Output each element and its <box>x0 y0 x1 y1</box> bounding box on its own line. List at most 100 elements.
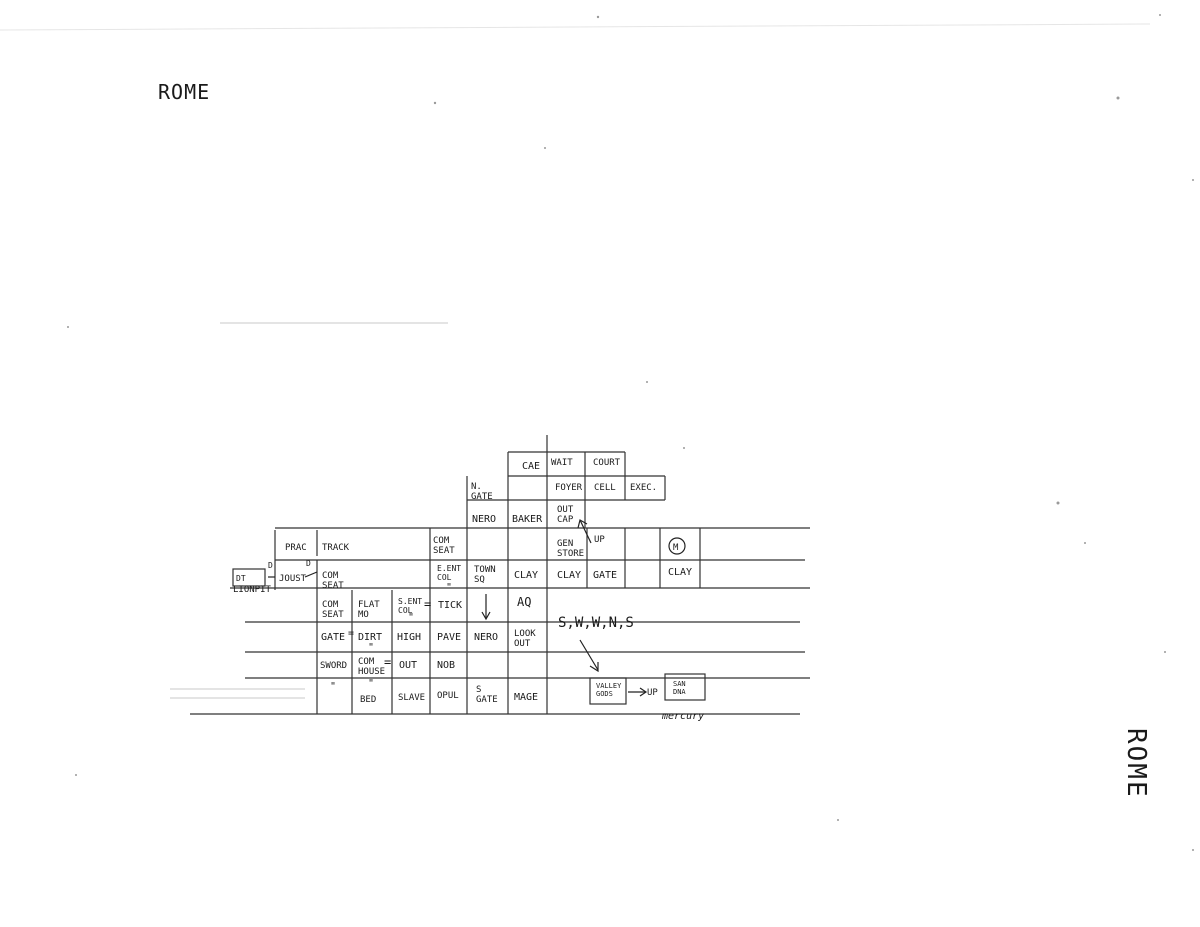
d-mark: D <box>268 561 273 570</box>
room-label-line: PAVE <box>437 632 461 643</box>
room-label-line: DT <box>236 574 246 583</box>
arrow-up-out-cap <box>579 519 592 544</box>
arrow-directions <box>579 639 599 671</box>
room-label-m-mark: M <box>673 543 679 553</box>
room-label-clay-3: CLAY <box>668 567 692 578</box>
room-label-line: TRACK <box>322 543 350 553</box>
room-label-line: HIGH <box>397 632 421 643</box>
room-label-baker: BAKER <box>512 514 543 525</box>
m-marker-circle <box>668 537 686 555</box>
ditto-mark: " <box>330 681 336 692</box>
room-label-line: GATE <box>476 695 498 705</box>
room-label-aq: AQ <box>517 595 531 609</box>
room-label-line: COM <box>322 600 339 610</box>
arrow-joust-com <box>304 571 318 578</box>
scan-lines <box>0 23 1151 699</box>
room-label-line: CAE <box>522 461 540 472</box>
room-label-line: PRAC <box>285 543 307 553</box>
room-label-line: S.ENT <box>398 597 422 606</box>
room-label-court: COURT <box>593 458 621 468</box>
room-label-nero-top: NERO <box>472 514 496 525</box>
room-label-line: NERO <box>472 514 496 525</box>
room-label-line: DIRT <box>358 632 382 643</box>
room-label-line: CLAY <box>668 567 692 578</box>
room-label-opul: OPUL <box>437 691 459 701</box>
room-label-foyer: FOYER <box>555 483 583 493</box>
room-label-nob: NOB <box>437 660 455 671</box>
room-label-line: E.ENT <box>437 564 461 573</box>
room-label-line: DNA <box>673 688 686 696</box>
room-label-line: HOUSE <box>358 667 385 677</box>
room-label-line: SEAT <box>322 581 344 591</box>
map-grid <box>190 435 810 715</box>
room-label-line: OUT <box>399 660 417 671</box>
equals-mark: = <box>348 628 354 639</box>
room-label-line: VALLEY <box>596 682 622 690</box>
room-label-line: MO <box>358 610 369 620</box>
room-label-line: SEAT <box>322 610 344 620</box>
room-label-line: CAP <box>557 515 574 525</box>
room-label-gate-west: GATE <box>321 632 345 643</box>
room-label-line: GATE <box>471 492 493 502</box>
room-label-line: TICK <box>438 600 462 611</box>
room-label-clay-2: CLAY <box>557 570 581 581</box>
room-label-line: NOB <box>437 660 455 671</box>
equals-mark: = <box>424 597 431 611</box>
room-label-line: LIONPIT <box>233 585 272 595</box>
room-label-line: EXEC. <box>630 483 657 493</box>
scan-specks <box>67 14 1194 851</box>
room-label-exec: EXEC. <box>630 483 657 493</box>
room-label-prac: PRAC <box>285 543 307 553</box>
room-label-nero-mid: NERO <box>474 632 498 643</box>
room-label-line: MAGE <box>514 692 538 703</box>
room-label-line: STORE <box>557 549 584 559</box>
room-label-mage: MAGE <box>514 692 538 703</box>
room-label-bed: BED <box>360 695 376 705</box>
room-label-line: SQ <box>474 575 485 585</box>
directions-note: S,W,W,N,S <box>558 615 634 631</box>
map-arrows <box>268 519 648 697</box>
room-label-line: GATE <box>321 632 345 643</box>
room-label-line: GODS <box>596 690 613 698</box>
room-label-joust: JOUST <box>279 574 307 584</box>
room-label-n-gate: N.GATE <box>471 482 493 502</box>
room-label-line: GATE <box>593 570 617 581</box>
room-label-lion-pit: LIONPIT <box>233 585 272 595</box>
room-label-tick: TICK <box>438 600 462 611</box>
side-label: ROME <box>1121 728 1151 799</box>
up-label-2: UP <box>647 688 658 698</box>
room-label-clay-1: CLAY <box>514 570 538 581</box>
room-label-sword: SWORD <box>320 661 347 671</box>
room-label-line: OUT <box>557 505 574 515</box>
room-label-line: S <box>476 685 481 695</box>
room-label-line: BAKER <box>512 514 543 525</box>
room-label-line: LOOK <box>514 629 536 639</box>
equals-mark: = <box>384 655 391 669</box>
mercury-note: mercury <box>661 711 704 722</box>
ditto-mark: " <box>368 678 374 689</box>
ditto-mark: " <box>408 612 414 623</box>
room-label-line: SWORD <box>320 661 347 671</box>
room-label-line: COURT <box>593 458 621 468</box>
room-label-line: CLAY <box>557 570 581 581</box>
room-label-line: CELL <box>594 483 616 493</box>
room-label-line: BED <box>360 695 376 705</box>
room-label-line: GEN <box>557 539 573 549</box>
up-label-1: UP <box>594 535 605 545</box>
d-mark: D <box>306 559 311 568</box>
room-label-line: SLAVE <box>398 693 425 703</box>
